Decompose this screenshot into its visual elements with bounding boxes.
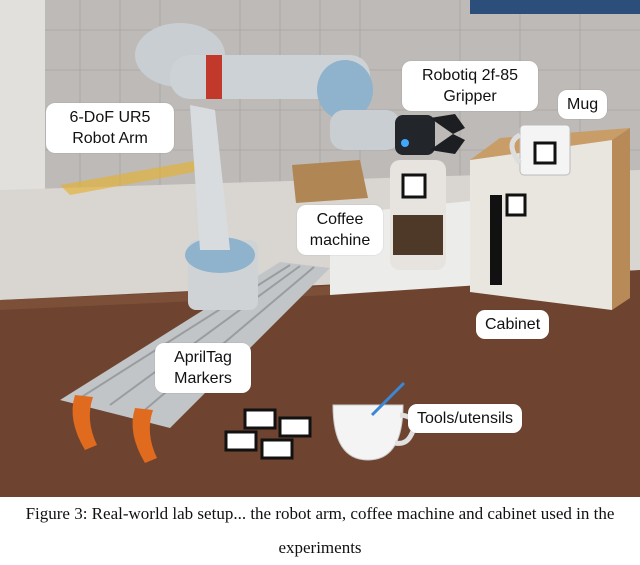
label-gripper-line1: Robotiq 2f-85: [421, 67, 519, 84]
left-wall: [0, 0, 45, 220]
elbow-joint: [317, 60, 373, 120]
label-coffee-line1: Coffee: [316, 211, 364, 228]
label-robot-arm-line1: 6-DoF UR5: [69, 109, 151, 126]
label-apriltag: AprilTag Markers: [155, 343, 251, 393]
label-apriltag-line1: AprilTag: [174, 349, 232, 366]
label-cabinet-text: Cabinet: [485, 316, 541, 333]
label-coffee-machine: Coffee machine: [297, 205, 383, 255]
mug-handle: [509, 132, 522, 165]
label-tools-text: Tools/utensils: [417, 410, 514, 427]
label-gripper: Robotiq 2f-85 Gripper: [402, 61, 538, 111]
scene-illustration: [0, 0, 640, 497]
clamp-left: [72, 395, 97, 450]
cabinet-tag: [505, 193, 527, 217]
coffee-tag: [401, 173, 427, 199]
ping-pong-table: [470, 0, 640, 14]
wrist-link: [330, 110, 400, 150]
figure-caption: Figure 3: Real-world lab setup... the ro…: [25, 504, 615, 557]
label-apriltag-line2: Markers: [174, 370, 232, 387]
label-cabinet: Cabinet: [476, 310, 550, 339]
gripper: [395, 115, 435, 155]
mug-tag: [533, 141, 557, 165]
clamp-right: [132, 408, 157, 463]
coffee-machine-window: [393, 215, 443, 255]
arm-red-band: [206, 55, 222, 99]
label-robot-arm-line2: Robot Arm: [72, 130, 148, 147]
gripper-led: [401, 139, 409, 147]
cup: [332, 404, 404, 461]
photo-scene: [0, 0, 640, 497]
cardboard-box: [292, 160, 368, 203]
label-coffee-line2: machine: [309, 232, 371, 249]
cabinet-front: [470, 140, 612, 310]
label-mug: Mug: [558, 90, 608, 119]
apriltag-markers: [224, 408, 312, 460]
cabinet-side: [612, 128, 630, 310]
spoon: [370, 381, 406, 417]
label-gripper-line2: Gripper: [443, 88, 497, 105]
arm-lower-link: [190, 105, 230, 250]
label-mug-text: Mug: [567, 96, 599, 113]
label-robot-arm: 6-DoF UR5 Robot Arm: [46, 103, 174, 153]
cabinet-handle: [490, 195, 502, 285]
gripper-fingers: [430, 114, 465, 154]
floor-tape: [60, 160, 205, 195]
label-tools: Tools/utensils: [408, 404, 523, 433]
